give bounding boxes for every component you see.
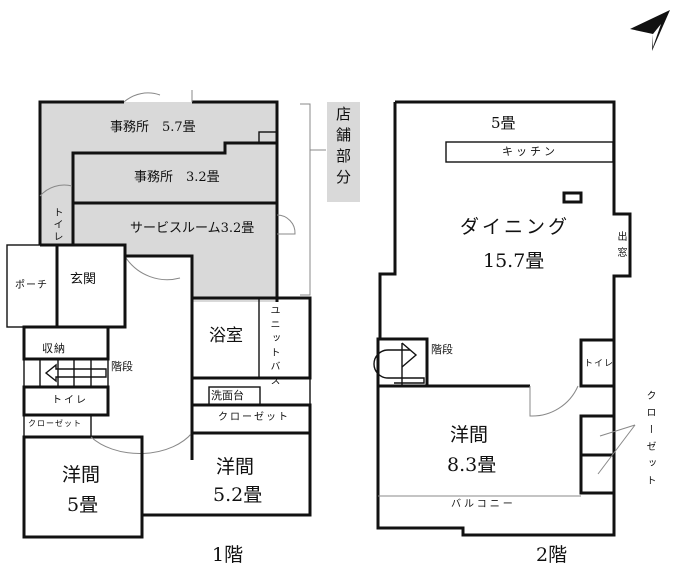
room-kitchen-size: 5畳 [491, 114, 516, 132]
room-western-8-3-name: 洋間 [450, 424, 489, 446]
room-service-room: サービスルーム3.2畳 [130, 221, 255, 236]
room-western-5-2-size: 5.2畳 [213, 484, 263, 506]
floor1-caption: 1階 [212, 544, 244, 566]
room-western-5-name: 洋間 [62, 464, 101, 486]
north-arrow-icon [630, 10, 670, 51]
room-toilet: トイレ [52, 395, 88, 406]
room-closet: クローゼット [218, 412, 290, 423]
room-toilet-2f: トイレ [584, 359, 615, 369]
floor2-walls [373, 100, 636, 537]
room-bath: 浴室 [209, 326, 243, 346]
room-western-5-size: 5畳 [67, 494, 99, 516]
room-stairs: 階段 [111, 360, 133, 373]
room-porch: ポーチ [15, 280, 48, 291]
washstand: 洗面台 [211, 389, 244, 402]
room-toilet-small: トイレ [51, 207, 62, 243]
room-kitchen: キッチン [502, 145, 558, 158]
bay-window: 出窓 [615, 231, 626, 263]
room-balcony: バルコニー [451, 499, 516, 510]
room-closet-small: クローゼット [28, 419, 82, 428]
shop-section-label: 店舗部分 [334, 106, 352, 190]
room-entrance: 玄関 [70, 272, 97, 287]
room-office-3-2: 事務所 3.2畳 [134, 170, 220, 185]
closet-callout: クローゼット [644, 390, 655, 492]
room-storage: 収納 [42, 342, 66, 355]
room-office-5-7: 事務所 5.7畳 [110, 120, 196, 135]
room-dining-name: ダイニング [460, 216, 571, 238]
room-western-5-2-name: 洋間 [216, 456, 255, 478]
room-unit-bath: ユニットバス [268, 305, 279, 389]
floor1-walls [6, 90, 360, 539]
room-dining-size: 15.7畳 [483, 250, 545, 272]
room-western-8-3-size: 8.3畳 [447, 454, 497, 476]
floor2-caption: 2階 [536, 544, 568, 566]
room-stairs-2f: 階段 [431, 343, 453, 356]
